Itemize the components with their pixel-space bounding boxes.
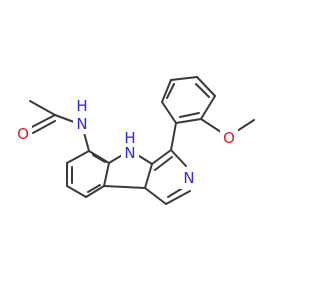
bond-pyr-1 — [151, 149, 172, 165]
bond-benz-double-c — [92, 154, 106, 163]
bond-aryl-6 — [175, 118, 202, 124]
bond-benz-4 — [85, 185, 105, 198]
bond-pyr-4 — [144, 187, 167, 205]
bond-benz-3 — [66, 185, 87, 198]
atom-carbonyl-o: O — [17, 125, 29, 143]
atom-amide-h: H — [76, 97, 87, 115]
atom-indole-h: H — [124, 129, 135, 147]
atom-methoxy-o: O — [223, 129, 235, 147]
bond-layer — [29, 76, 255, 205]
bond-benz-6 — [88, 150, 110, 164]
bond-five-3 — [144, 163, 153, 189]
bond-aryl-2b — [166, 83, 175, 99]
bond-pyr-3 — [165, 190, 191, 205]
bond-aryl-5 — [200, 95, 216, 120]
bond-aryl-3 — [170, 76, 198, 81]
atom-pyridine-n: N — [183, 169, 194, 187]
molecule-canvas: N H O N H N O — [14, 76, 255, 205]
bond-aryl-4b — [195, 83, 210, 98]
bond-benz-double-b — [87, 184, 101, 193]
bond-carbonyl-oxygen — [29, 114, 56, 129]
bond-pyr-2 — [170, 149, 187, 167]
bond-pyr-1b — [154, 156, 173, 171]
atom-indole-n: N — [124, 144, 135, 162]
bond-carbonyl-oxygen-double — [32, 120, 56, 134]
bond-aryl-link — [170, 122, 177, 151]
bond-aryl-6b — [179, 112, 200, 118]
atom-amide-n: N — [76, 115, 87, 133]
atom-label-layer: N H O N H N O — [14, 97, 238, 189]
bond-benz-5 — [103, 162, 110, 187]
bond-five-4 — [103, 185, 146, 189]
molecule-structure: N H O N H N O — [14, 76, 255, 205]
bond-aryl-4 — [196, 76, 216, 97]
bond-benz-1 — [66, 150, 90, 164]
bond-aryl-2 — [161, 79, 172, 103]
bond-methyl-carbonyl — [29, 100, 56, 116]
bond-aryl-1 — [161, 101, 177, 124]
